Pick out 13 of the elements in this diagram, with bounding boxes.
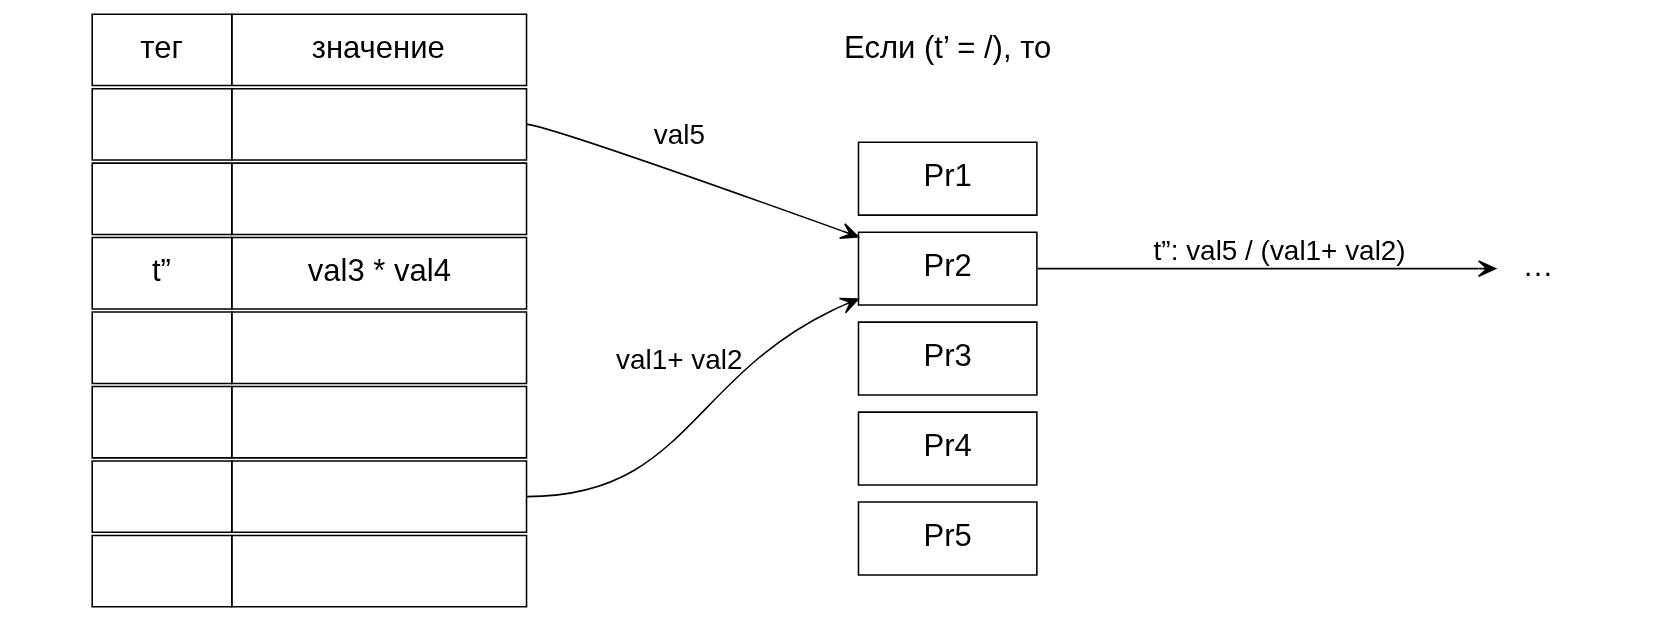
edge-label: val5 <box>653 118 705 150</box>
arrow <box>1036 260 1496 278</box>
edge-label: val1+ val2 <box>615 343 743 375</box>
node-text: … <box>1521 248 1553 284</box>
node-box: Pr4 <box>857 411 1038 486</box>
arrow <box>525 297 859 498</box>
node-box: Pr2 <box>857 231 1038 306</box>
node-box: Pr3 <box>857 321 1038 396</box>
node-box: Pr5 <box>857 501 1038 576</box>
arrow <box>525 123 859 239</box>
node-box: Pr1 <box>857 141 1038 216</box>
label: Если (t’ = /), то <box>843 29 1051 65</box>
edge-label: t”: val5 / (val1+ val2) <box>1153 234 1406 266</box>
